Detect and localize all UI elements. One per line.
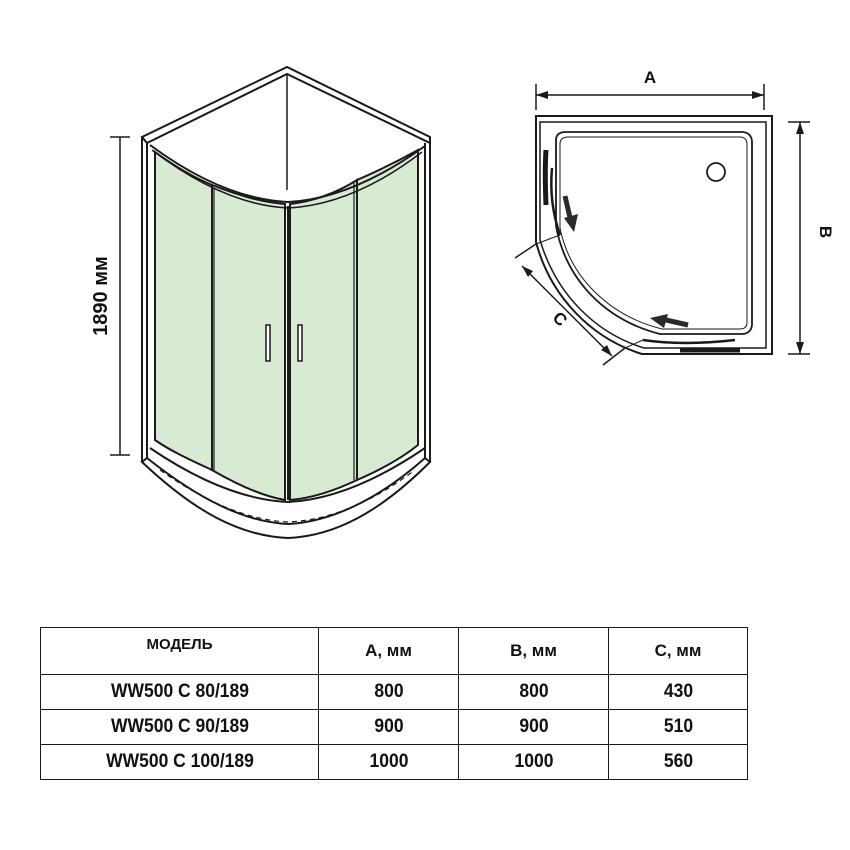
- height-label: 1890 мм: [90, 256, 112, 336]
- door-handle-left: [265, 324, 271, 362]
- cabin-perspective-drawing: [110, 65, 432, 540]
- glass-panel-right-fixed: [356, 148, 419, 482]
- header-a: A, мм: [318, 627, 459, 675]
- plan-basin: [555, 131, 753, 335]
- sliding-direction-arrow-icon: [650, 314, 689, 328]
- cell-a: 900: [323, 709, 454, 745]
- glass-panel-left-fixed: [154, 150, 213, 472]
- table-header-row: МОДЕЛЬ A, мм B, мм C, мм: [40, 627, 748, 675]
- dimension-c-line: [521, 265, 613, 357]
- cabin-top-rail: [149, 144, 426, 204]
- cell-a: 1000: [323, 744, 454, 780]
- header-model: МОДЕЛЬ: [40, 627, 319, 675]
- cabin-bottom-rail: [149, 447, 426, 504]
- glass-panel-left-door: [211, 183, 286, 502]
- table-row: WW500 C 90/189 900 900 510: [41, 709, 748, 745]
- table-row: WW500 C 100/189 1000 1000 560: [41, 744, 748, 780]
- dimension-a-label: A: [644, 68, 656, 87]
- cell-b: 900: [464, 709, 603, 745]
- cell-c: 560: [613, 744, 743, 780]
- spec-table: МОДЕЛЬ A, мм B, мм C, мм WW500 C 80/189 …: [40, 627, 748, 780]
- cell-model: WW500 C 90/189: [51, 709, 308, 745]
- table-row: WW500 C 80/189 800 800 430: [41, 674, 748, 710]
- tray-dashed-edge: [159, 469, 416, 523]
- cell-c: 430: [613, 674, 743, 710]
- cell-model: WW500 C 100/189: [51, 744, 308, 780]
- diagram-area: 1890 мм: [90, 65, 835, 540]
- sliding-direction-arrow-icon: [562, 195, 578, 232]
- plan-tray-outline: [535, 115, 773, 355]
- door-handle-right: [297, 324, 303, 362]
- floor-plan-drawing: [514, 84, 810, 366]
- drain-icon: [706, 162, 726, 182]
- plan-door-track-right: [642, 338, 736, 345]
- cell-model: WW500 C 80/189: [51, 674, 308, 710]
- cell-b: 800: [464, 674, 603, 710]
- dimension-b-label: B: [816, 226, 835, 238]
- header-b: B, мм: [458, 627, 609, 675]
- header-c: C, мм: [608, 627, 748, 675]
- cell-b: 1000: [464, 744, 603, 780]
- cabin-top-frame: [140, 65, 431, 145]
- cell-c: 510: [613, 709, 743, 745]
- cell-a: 800: [323, 674, 454, 710]
- plan-door-track-left: [542, 149, 549, 206]
